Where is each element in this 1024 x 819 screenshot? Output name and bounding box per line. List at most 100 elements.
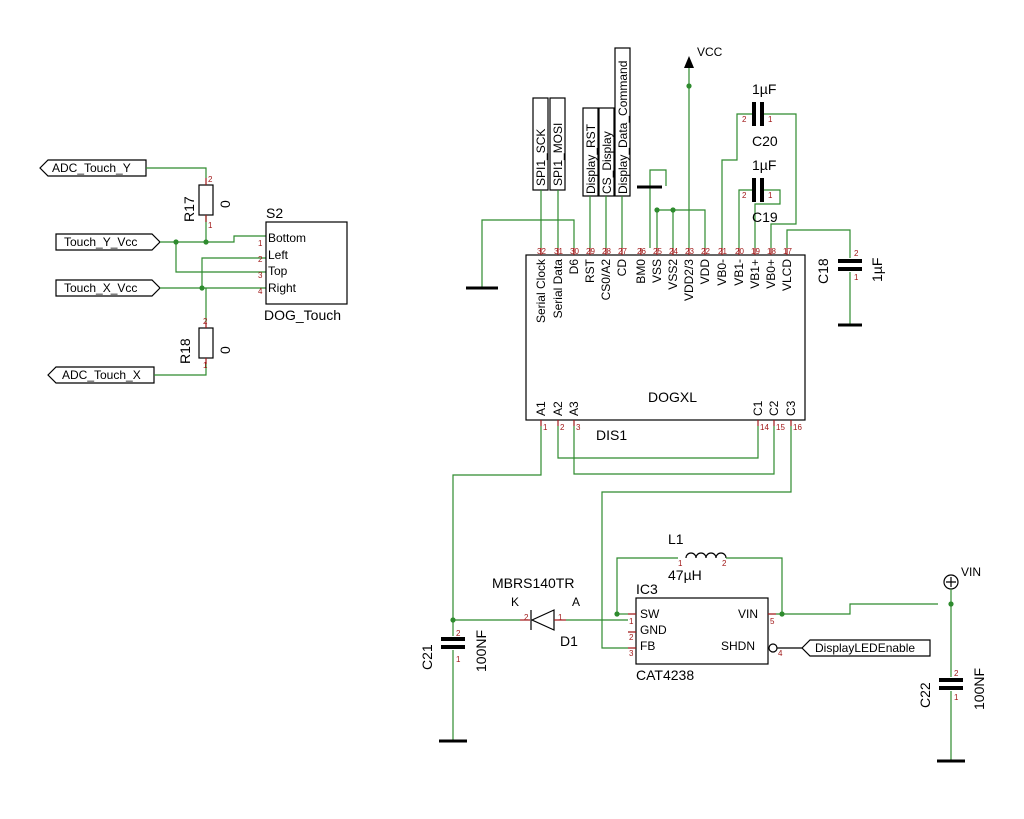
display-pin-24-label: VSS2 [666,259,680,290]
port-adc-touch-x: ADC_Touch_X [47,366,155,384]
svg-text:SW: SW [640,607,660,621]
svg-text:Touch_Y_Vcc: Touch_Y_Vcc [64,235,137,249]
display-pin-27-label: CD [615,259,629,277]
display-pin-15-label: C2 [767,400,781,416]
port-display-led-enable: DisplayLEDEnable [777,639,931,657]
svg-text:4: 4 [778,649,783,658]
display-pin-32-number: 32 [537,247,546,256]
svg-text:K: K [511,595,519,609]
svg-text:1: 1 [258,239,263,248]
svg-text:47µH: 47µH [668,567,702,583]
display-pin-16-number: 16 [793,423,802,432]
svg-text:CAT4238: CAT4238 [636,667,694,683]
svg-text:2: 2 [524,613,529,622]
svg-text:GND: GND [640,623,667,637]
display-pin-25-label: VSS [650,259,664,283]
display-pin-2-number: 2 [560,423,565,432]
svg-text:1: 1 [768,115,773,124]
svg-text:100NF: 100NF [971,668,987,710]
display-pin-14-label: C1 [751,400,765,416]
svg-text:3: 3 [258,271,263,280]
display-pin-23-number: 23 [685,247,694,256]
svg-text:1: 1 [203,361,208,370]
svg-text:CS_Display: CS_Display [600,131,614,194]
svg-text:1: 1 [558,613,563,622]
svg-text:0: 0 [217,200,233,208]
svg-text:D1: D1 [560,633,578,649]
svg-text:VIN: VIN [738,607,758,621]
svg-text:1: 1 [854,273,859,282]
ic3-cat4238: IC3 CAT4238 SW GND FB VIN SHDN 1 2 3 5 4 [628,581,783,683]
display-pin-1-number: 1 [543,423,548,432]
svg-text:ADC_Touch_X: ADC_Touch_X [62,368,141,382]
display-pin-18-number: 18 [767,247,776,256]
port-touch-y-vcc: Touch_Y_Vcc [55,233,161,251]
touch-section: ADC_Touch_Y Touch_Y_Vcc Touch_X_Vcc ADC_… [39,159,348,384]
svg-text:1µF: 1µF [752,81,776,97]
svg-text:DOG_Touch: DOG_Touch [264,307,341,323]
display-pin-24-number: 24 [669,247,678,256]
port-adc-touch-y: ADC_Touch_Y [39,159,147,177]
display-pin-26-number: 26 [637,247,646,256]
display-pin-20-label: VB1- [732,259,746,286]
svg-text:2: 2 [954,669,959,678]
flag-display-data-command: Display_Data_Command [614,47,631,197]
inductor-l1: L1 47µH 1 2 [616,531,785,617]
flag-spi1-sck: SPI1_SCK [532,97,549,191]
capacitor-c19: 2 1 1µF C19 [738,157,781,248]
svg-text:R18: R18 [177,338,193,364]
flag-spi1-mosi: SPI1_MOSI [549,97,566,191]
svg-text:DisplayLEDEnable: DisplayLEDEnable [815,641,915,655]
svg-text:Display_Data_Command: Display_Data_Command [616,61,630,194]
capacitor-c22: 2 1 C22 100NF [917,668,987,763]
display-pin-15-number: 15 [776,423,785,432]
svg-text:DIS1: DIS1 [596,427,627,443]
svg-text:C19: C19 [752,209,778,225]
display-pin-1-label: A1 [534,401,548,416]
signal-flags: SPI1_SCK SPI1_MOSI Display_RST CS_Displa… [532,47,631,248]
svg-text:S2: S2 [266,205,283,221]
display-pin-16-label: C3 [784,400,798,416]
svg-text:FB: FB [640,639,655,653]
display-pin-31-number: 31 [554,247,563,256]
svg-text:5: 5 [770,617,775,626]
display-pin-17-label: VLCD [780,259,794,291]
svg-text:A: A [572,595,580,609]
svg-text:VCC: VCC [697,45,723,59]
flag-display-rst: Display_RST [582,107,599,197]
resistor-r18: 2 1 R18 0 [177,317,233,370]
display-pin-22-number: 22 [701,247,710,256]
display-pin-2-label: A2 [551,401,565,416]
svg-text:SHDN: SHDN [721,639,755,653]
vcc-supply: VCC [684,45,723,248]
display-pin-20-number: 20 [735,247,744,256]
svg-text:IC3: IC3 [636,581,658,597]
svg-text:SPI1_SCK: SPI1_SCK [534,129,548,186]
svg-text:VIN: VIN [961,565,981,579]
svg-text:2: 2 [742,191,747,200]
display-pin-32-label: Serial Clock [534,258,548,323]
svg-text:C18: C18 [815,258,831,284]
svg-text:C20: C20 [752,133,778,149]
display-pin-19-label: VB1+ [748,259,762,289]
display-pin-18-label: VB0+ [764,259,778,289]
display-pin-17-number: 17 [783,247,792,256]
display-pin-26-label: BM0 [634,259,648,284]
svg-text:Display_RST: Display_RST [584,123,598,194]
svg-text:1: 1 [629,617,634,626]
display-pin-29-label: RST [583,258,597,283]
capacitor-c20: 2 1 1µF C20 [721,81,797,248]
display-pin-3-number: 3 [576,423,581,432]
capacitor-c21: 2 1 C21 100NF [419,617,489,743]
port-touch-x-vcc: Touch_X_Vcc [55,279,161,297]
svg-text:2: 2 [742,115,747,124]
svg-text:1: 1 [678,559,683,568]
svg-text:C21: C21 [419,644,435,670]
resistor-r17: 2 1 R17 0 [181,175,233,230]
ground-left-display [466,219,575,290]
svg-text:2: 2 [456,629,461,638]
svg-text:1µF: 1µF [869,258,885,282]
